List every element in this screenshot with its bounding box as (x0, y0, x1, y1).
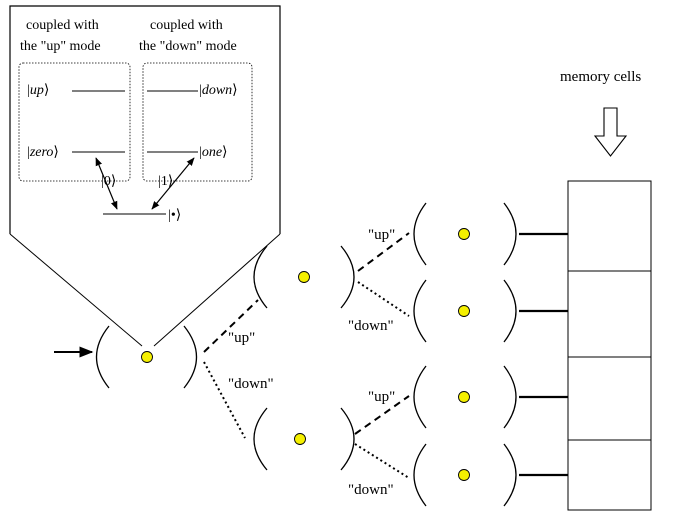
atom-3b (458, 305, 470, 317)
branch-up-2a (357, 232, 410, 272)
branch-down-2b (354, 443, 410, 479)
atom-3a (458, 228, 470, 240)
cavity-2b-left-mirror (253, 407, 268, 471)
zoom-line-left (9, 233, 143, 347)
label-down-2a: "down" (348, 318, 394, 334)
cavity-3a-right-mirror (503, 202, 517, 266)
cavity-3b-left-mirror (413, 279, 427, 343)
branch-down-2a (357, 281, 410, 317)
label-down-1: "down" (228, 376, 274, 392)
cavity-2b-right-mirror (340, 407, 355, 471)
down-hollow-arrow-icon (593, 107, 628, 157)
ket-down: |down⟩ (199, 83, 238, 98)
cavity-3d-left-mirror (413, 443, 427, 507)
label-up-2b: "up" (368, 389, 395, 405)
cavity-3d-right-mirror (503, 443, 517, 507)
memory-cells-label: memory cells (560, 69, 641, 85)
cavity-3b-right-mirror (503, 279, 517, 343)
memory-cells (567, 180, 652, 511)
cavity-3c-right-mirror (503, 365, 517, 429)
atom-3c (458, 391, 470, 403)
down-mode-box (142, 62, 253, 182)
cavity-3a-left-mirror (413, 202, 427, 266)
branch-down-1 (203, 361, 246, 439)
right-header-line2: the "down" mode (139, 39, 237, 54)
ket-zero: |zero⟩ (27, 145, 59, 160)
cavity-3c-left-mirror (413, 365, 427, 429)
branches (203, 232, 410, 479)
ket-ground: |•⟩ (168, 208, 181, 223)
cavity-2a-left-mirror (253, 245, 268, 309)
memory-connections (519, 232, 568, 477)
cavities (96, 202, 517, 507)
inset-frame (9, 5, 281, 234)
transition-arrow-0 (95, 157, 118, 210)
cavity-2a-right-mirror (340, 245, 355, 309)
left-header-line1: coupled with (26, 18, 99, 33)
label-up-1: "up" (228, 330, 255, 346)
transition-arrow-1 (151, 157, 195, 210)
atom-2a (298, 271, 310, 283)
ket-one: |one⟩ (199, 145, 228, 160)
atom-2b (294, 433, 306, 445)
label-up-2a: "up" (368, 227, 395, 243)
cavity-1-right-mirror (183, 325, 197, 389)
up-mode-box (18, 62, 131, 182)
atoms (141, 228, 470, 481)
ket-up: |up⟩ (27, 83, 49, 98)
branch-up-1 (203, 299, 259, 353)
cavity-1-left-mirror (96, 325, 110, 389)
left-header-line2: the "up" mode (20, 39, 101, 54)
memory-column (567, 180, 652, 511)
atom-1 (141, 351, 153, 363)
label-down-2b: "down" (348, 482, 394, 498)
atom-3d (458, 469, 470, 481)
inset-panel: coupled with the "up" mode coupled with … (9, 5, 281, 347)
right-header-line1: coupled with (150, 18, 223, 33)
zoom-line-right (153, 233, 281, 347)
